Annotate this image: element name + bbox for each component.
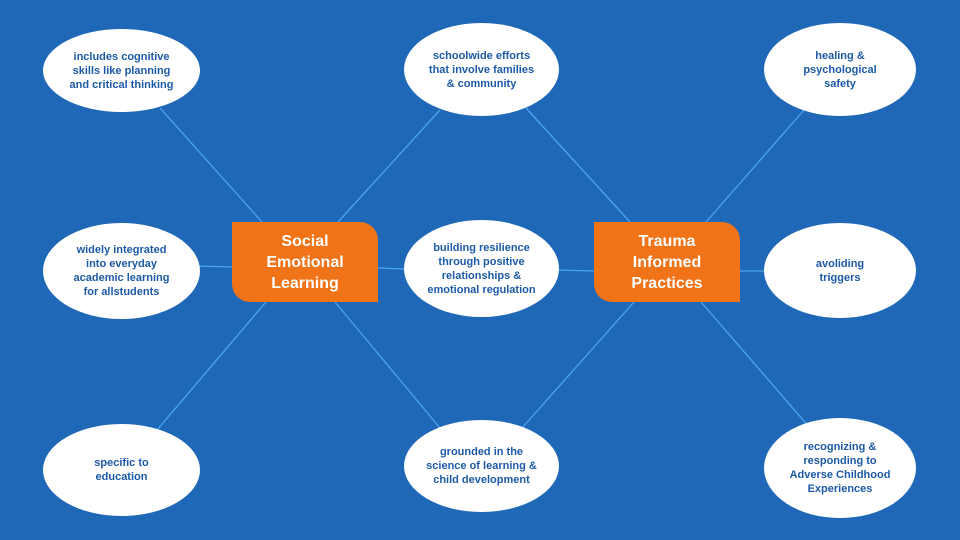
bubble-sel-mid: widely integrated into everyday academic… xyxy=(43,223,200,319)
connector-tip-to-shared-mid xyxy=(556,269,595,272)
bubble-sel-bottom: specific to education xyxy=(43,424,200,516)
hub-social-emotional-learning: Social Emotional Learning xyxy=(232,222,378,302)
bubble-shared-top: schoolwide efforts that involve families… xyxy=(404,23,559,116)
connector-tip-to-shared-top xyxy=(525,107,631,223)
connector-tip-to-tip-top xyxy=(705,109,805,223)
connector-tip-to-shared-bottom xyxy=(521,301,635,429)
connector-tip-to-tip-bottom xyxy=(700,301,811,429)
hub-trauma-informed-practices: Trauma Informed Practices xyxy=(594,222,740,302)
bubble-tip-top: healing & psychological safety xyxy=(764,23,916,116)
bubble-tip-bottom: recognizing & responding to Adverse Chil… xyxy=(764,418,916,518)
connector-sel-to-sel-bottom xyxy=(156,301,267,431)
bubble-sel-top: includes cognitive skills like planning … xyxy=(43,29,200,112)
bubble-shared-mid: building resilience through positive rel… xyxy=(404,220,559,317)
bubble-shared-bottom: grounded in the science of learning & ch… xyxy=(404,420,559,512)
connector-sel-to-shared-bottom xyxy=(334,301,441,429)
bubble-tip-mid: avoliding triggers xyxy=(764,223,916,318)
connector-sel-to-shared-mid xyxy=(377,267,405,270)
connector-sel-to-sel-top xyxy=(159,107,263,223)
connector-sel-to-shared-top xyxy=(337,109,441,223)
connector-sel-to-sel-mid xyxy=(196,265,233,268)
